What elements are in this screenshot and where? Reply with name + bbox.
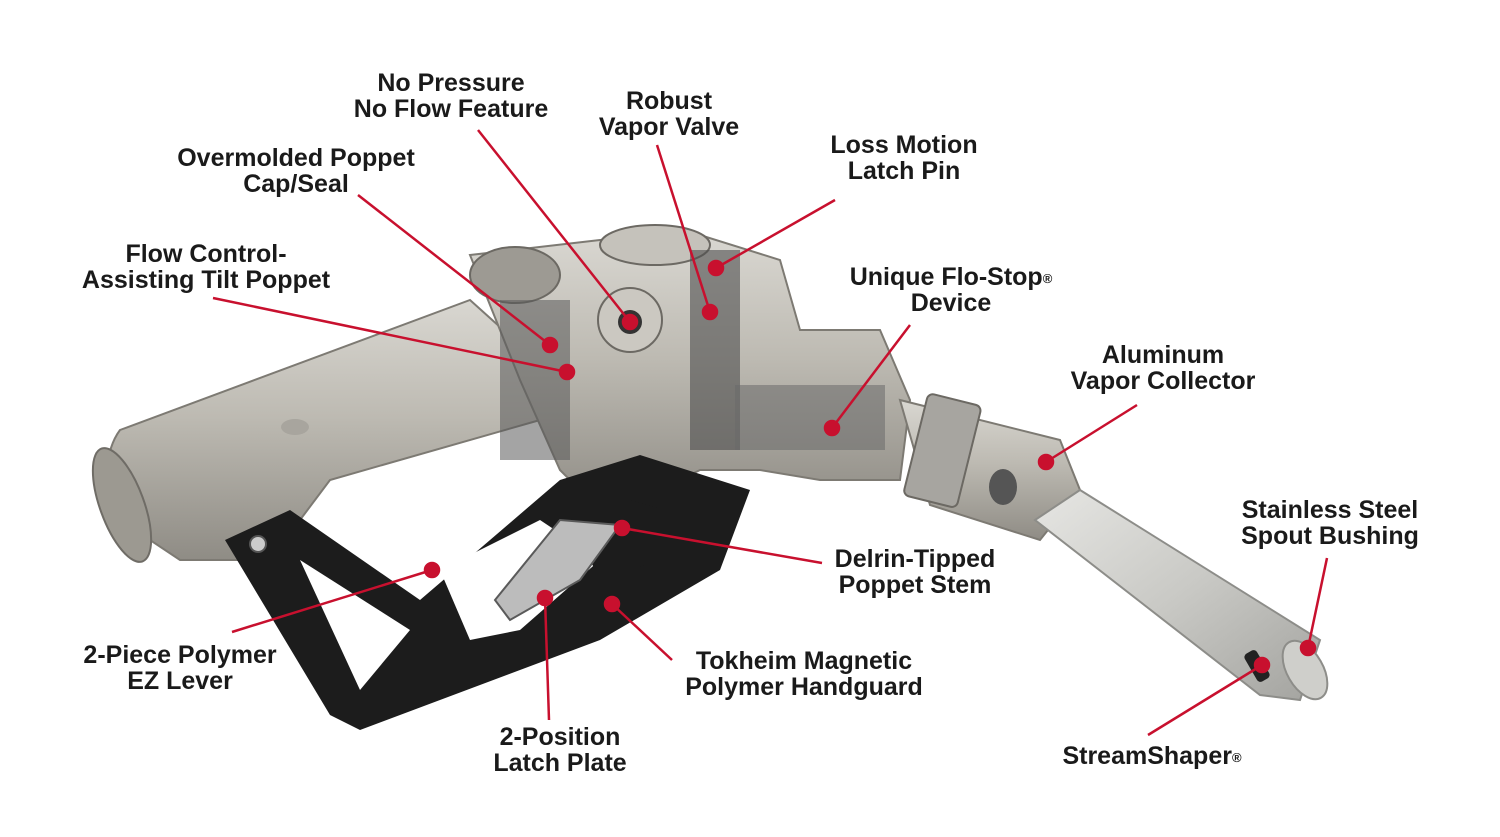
label-streamshaper-line1: StreamShaper	[1062, 742, 1232, 770]
marker-ez-lever	[423, 561, 441, 579]
label-stainless-line1: Stainless Steel	[1241, 496, 1419, 524]
label-robust-vapor-line1: Robust	[625, 87, 713, 115]
label-flo-stop-mark: ®	[1042, 271, 1053, 286]
label-flo-stop-line1: Unique Flo-Stop	[849, 263, 1043, 291]
label-robust-vapor: Robust Vapor Valve	[599, 88, 739, 140]
label-streamshaper: StreamShaper®	[1062, 743, 1241, 769]
label-delrin: Delrin-Tipped Poppet Stem	[835, 546, 996, 598]
label-latch-plate-line1: 2-Position	[499, 723, 621, 751]
label-robust-vapor-line2: Vapor Valve	[598, 113, 740, 141]
marker-robust-vapor	[701, 303, 719, 321]
marker-delrin	[613, 519, 631, 537]
marker-flo-stop	[823, 419, 841, 437]
label-flow-control: Flow Control- Assisting Tilt Poppet	[82, 241, 330, 293]
label-stainless-line2: Spout Bushing	[1241, 522, 1419, 550]
label-delrin-line1: Delrin-Tipped	[834, 545, 996, 573]
marker-flow-control	[558, 363, 576, 381]
label-no-pressure: No Pressure No Flow Feature	[354, 70, 548, 122]
label-overmolded-line2: Cap/Seal	[243, 170, 349, 198]
marker-aluminum	[1037, 453, 1055, 471]
label-overmolded: Overmolded Poppet Cap/Seal	[177, 145, 415, 197]
label-tokheim-line2: Polymer Handguard	[685, 673, 923, 701]
label-flow-control-line2: Assisting Tilt Poppet	[81, 266, 331, 294]
label-streamshaper-mark: ®	[1231, 750, 1242, 765]
label-delrin-line2: Poppet Stem	[838, 571, 992, 599]
marker-tokheim	[603, 595, 621, 613]
fuel-nozzle-illustration	[91, 224, 1329, 730]
label-latch-plate-line2: Latch Plate	[493, 749, 627, 777]
label-overmolded-line1: Overmolded Poppet	[177, 144, 415, 172]
label-loss-motion: Loss Motion Latch Pin	[830, 132, 977, 184]
label-ez-lever: 2-Piece Polymer EZ Lever	[83, 642, 276, 694]
label-flow-control-line1: Flow Control-	[125, 240, 287, 268]
marker-overmolded	[541, 336, 559, 354]
label-loss-motion-line2: Latch Pin	[847, 157, 961, 185]
label-flo-stop-line2: Device	[910, 289, 992, 317]
handle-grip	[105, 298, 542, 561]
label-stainless: Stainless Steel Spout Bushing	[1241, 497, 1419, 549]
ez-lever	[493, 518, 622, 622]
label-flo-stop: Unique Flo-Stop® Device	[850, 264, 1053, 316]
marker-no-pressure	[621, 313, 639, 331]
label-aluminum: Aluminum Vapor Collector	[1071, 342, 1256, 394]
leader-lines	[212, 129, 1329, 737]
label-tokheim-line1: Tokheim Magnetic	[695, 647, 913, 675]
label-no-pressure-line1: No Pressure	[377, 69, 525, 97]
label-ez-lever-line2: EZ Lever	[127, 667, 233, 695]
label-latch-plate: 2-Position Latch Plate	[493, 724, 626, 776]
label-loss-motion-line1: Loss Motion	[830, 131, 978, 159]
marker-latch-plate	[536, 589, 554, 607]
label-tokheim: Tokheim Magnetic Polymer Handguard	[685, 648, 923, 700]
label-aluminum-line2: Vapor Collector	[1070, 367, 1256, 395]
marker-stainless	[1299, 639, 1317, 657]
label-aluminum-line1: Aluminum	[1101, 341, 1225, 369]
label-no-pressure-line2: No Flow Feature	[353, 95, 549, 123]
label-ez-lever-line1: 2-Piece Polymer	[83, 641, 277, 669]
marker-loss-motion	[707, 259, 725, 277]
marker-streamshaper	[1253, 656, 1271, 674]
